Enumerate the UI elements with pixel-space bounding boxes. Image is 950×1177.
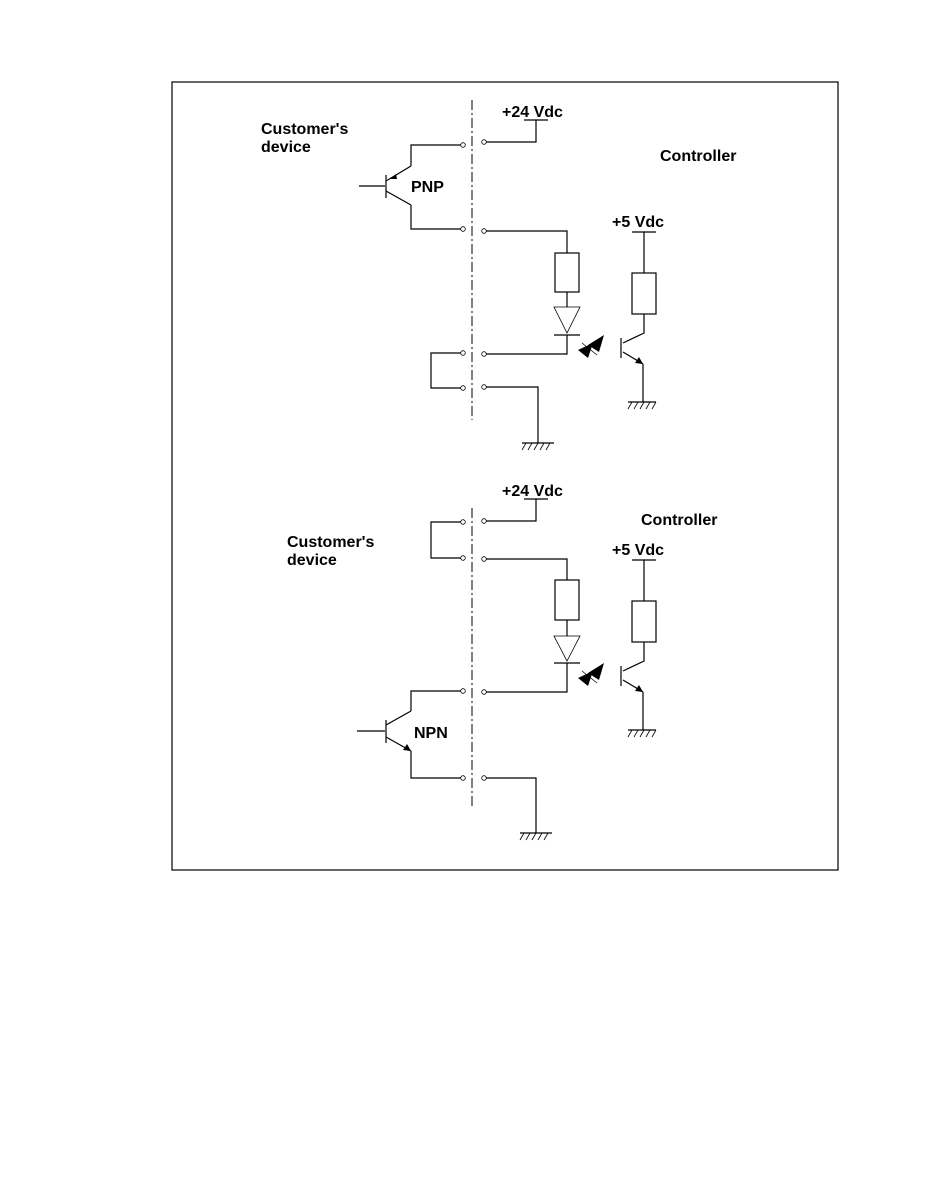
supply-5v-label: +5 Vdc bbox=[612, 214, 664, 231]
optocoupler-led bbox=[486, 636, 604, 692]
npn-circuit: Customer's device Controller +24 Vdc +5 … bbox=[287, 483, 717, 840]
phototransistor-symbol bbox=[621, 560, 656, 737]
input-resistor bbox=[486, 231, 579, 307]
ground-symbol bbox=[486, 387, 554, 450]
customer-device-label-line2: device bbox=[261, 139, 311, 156]
terminal-block bbox=[461, 519, 487, 781]
optocoupler-led bbox=[486, 307, 604, 358]
transistor-type-label: PNP bbox=[411, 179, 444, 196]
customer-device-label: Customer's bbox=[287, 534, 374, 551]
terminal-block bbox=[461, 140, 487, 391]
controller-label: Controller bbox=[660, 148, 736, 165]
ground-symbol bbox=[486, 778, 552, 840]
supply-24v-label: +24 Vdc bbox=[502, 104, 563, 121]
controller-label: Controller bbox=[641, 512, 717, 529]
input-resistor bbox=[486, 559, 579, 636]
supply-5v-label: +5 Vdc bbox=[612, 542, 664, 559]
jumper-wire bbox=[431, 522, 461, 558]
transistor-type-label: NPN bbox=[414, 725, 448, 742]
pnp-transistor-symbol bbox=[359, 145, 461, 229]
diagram-frame bbox=[172, 82, 838, 870]
customer-device-label: Customer's bbox=[261, 121, 348, 138]
phototransistor-symbol bbox=[621, 232, 656, 409]
jumper-wire bbox=[431, 353, 461, 388]
supply-24v-label: +24 Vdc bbox=[502, 483, 563, 500]
pnp-circuit: Customer's device Controller +24 Vdc +5 … bbox=[261, 100, 736, 450]
supply-24v-symbol bbox=[486, 499, 548, 521]
supply-24v-symbol bbox=[486, 120, 548, 142]
customer-device-label-line2: device bbox=[287, 552, 337, 569]
